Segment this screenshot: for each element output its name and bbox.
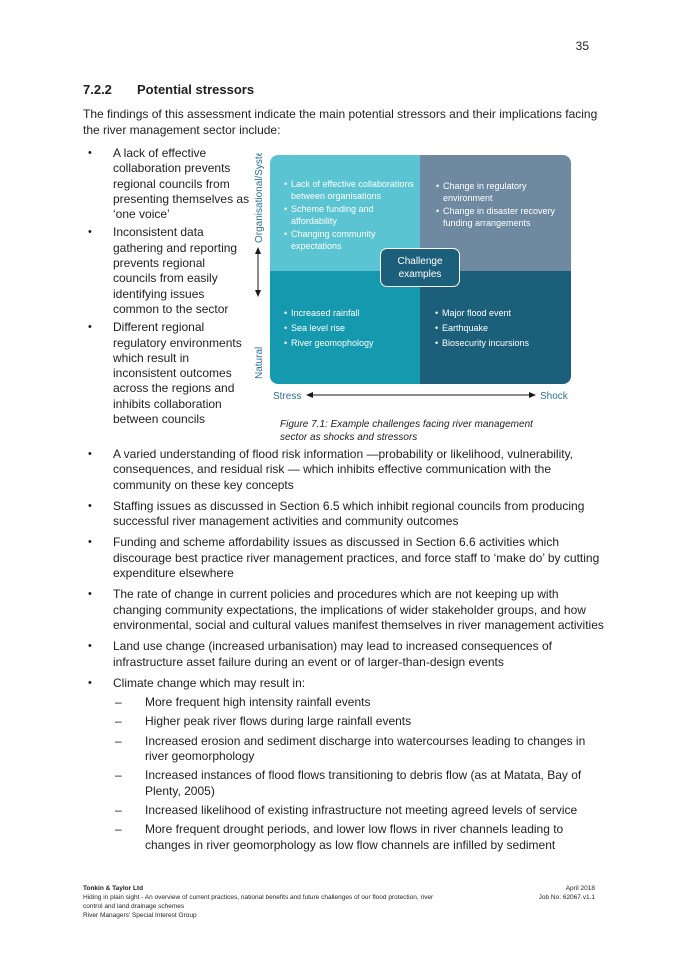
list-item: •Climate change which may result in: –Mo… <box>83 676 608 853</box>
section-number: 7.2.2 <box>83 82 112 97</box>
page-number: 35 <box>575 39 589 53</box>
list-item: •Scheme funding and affordability <box>284 204 374 226</box>
vertical-axis: Organisational/Systemic Natural <box>254 153 265 379</box>
bullet-icon: • <box>88 588 92 601</box>
x-axis-left-label: Stress <box>273 391 301 402</box>
list-item: •Earthquake <box>435 323 489 333</box>
figure-caption: Figure 7.1: Example challenges facing ri… <box>280 419 533 443</box>
section-heading: 7.2.2 Potential stressors <box>83 82 254 97</box>
list-item: •Inconsistent data gathering and reporti… <box>88 225 238 316</box>
quadrant-organisational-stress: •Lack of effective collaborations betwee… <box>270 155 420 271</box>
list-item: •A lack of effective collaboration preve… <box>88 146 250 222</box>
bullet-icon: • <box>88 640 92 653</box>
intro-paragraph: The findings of this assessment indicate… <box>83 107 598 137</box>
quadrant-natural-stress: •Increased rainfall •Sea level rise •Riv… <box>270 271 420 384</box>
bullet-icon: • <box>88 321 92 334</box>
horizontal-axis: Stress Shock <box>273 391 569 402</box>
footer-client: River Managers' Special Interest Group <box>83 912 197 919</box>
list-item: •Increased rainfall <box>284 308 360 318</box>
list-item: •Biosecurity incursions <box>435 338 530 348</box>
bullet-icon: • <box>88 448 92 460</box>
bullet-icon: • <box>88 536 92 549</box>
arrow-down-icon <box>255 290 261 297</box>
dash-icon: – <box>115 802 122 817</box>
y-axis-top-label: Organisational/Systemic <box>254 153 265 243</box>
footer-date: April 2018 <box>565 885 595 892</box>
dash-icon: – <box>115 768 122 783</box>
sub-list-item: –Increased instances of flood flows tran… <box>115 768 582 798</box>
climate-sub-list: –More frequent high intensity rainfall e… <box>113 695 608 853</box>
challenge-examples-label: Challenge examples <box>380 248 460 287</box>
list-item: •Funding and scheme affordability issues… <box>88 535 600 581</box>
dash-icon: – <box>115 714 122 729</box>
x-axis-right-label: Shock <box>540 391 569 402</box>
arrow-right-icon <box>529 392 536 398</box>
bullet-icon: • <box>88 226 92 239</box>
list-item: •Lack of effective collaborations betwee… <box>284 179 414 201</box>
quadrant-natural-shock: •Major flood event •Earthquake •Biosecur… <box>420 271 571 384</box>
bullet-icon: • <box>88 147 92 159</box>
dash-icon: – <box>115 733 122 748</box>
list-item: •Staffing issues as discussed in Section… <box>88 498 585 529</box>
list-item: •Changing community expectations <box>284 229 376 251</box>
left-bullet-list: •A lack of effective collaboration preve… <box>83 146 251 430</box>
arrow-left-icon <box>306 392 313 398</box>
list-item: •Sea level rise <box>284 323 346 333</box>
list-item: •Land use change (increased urbanisation… <box>88 639 552 669</box>
footer-company: Tonkin & Taylor Ltd <box>83 885 144 892</box>
arrow-up-icon <box>255 247 261 254</box>
footer-right: April 2018 Job No: 62067.v1.1 <box>539 884 595 902</box>
sub-list-item: –Higher peak river flows during large ra… <box>115 714 412 729</box>
list-item: •Change in disaster recovery funding arr… <box>436 206 556 228</box>
list-item: •Different regional regulatory environme… <box>88 320 242 427</box>
sub-list-item: –Increased likelihood of existing infras… <box>115 802 578 817</box>
list-item: •Major flood event <box>435 308 512 318</box>
dash-icon: – <box>115 822 122 837</box>
y-axis-bottom-label: Natural <box>254 347 265 379</box>
list-item: •Change in regulatory environment <box>436 181 527 203</box>
sub-list-item: –More frequent high intensity rainfall e… <box>115 695 371 710</box>
section-title: Potential stressors <box>137 82 255 97</box>
bullet-icon: • <box>88 676 92 689</box>
main-bullet-list: •A varied understanding of flood risk in… <box>83 447 608 859</box>
footer-doc-title: Hiding in plain sight - An overview of c… <box>83 894 434 910</box>
footer-left: Tonkin & Taylor Ltd Hiding in plain sigh… <box>83 884 443 920</box>
sub-list-item: –Increased erosion and sediment discharg… <box>115 733 586 764</box>
sub-list-item: –More frequent drought periods, and lowe… <box>115 822 564 852</box>
list-item: •A varied understanding of flood risk in… <box>88 447 574 492</box>
dash-icon: – <box>115 695 122 710</box>
footer-job-number: Job No: 62067.v1.1 <box>538 894 595 901</box>
bullet-icon: • <box>88 499 92 512</box>
list-item: •The rate of change in current policies … <box>88 587 604 632</box>
list-item: •River geomophology <box>284 338 374 348</box>
